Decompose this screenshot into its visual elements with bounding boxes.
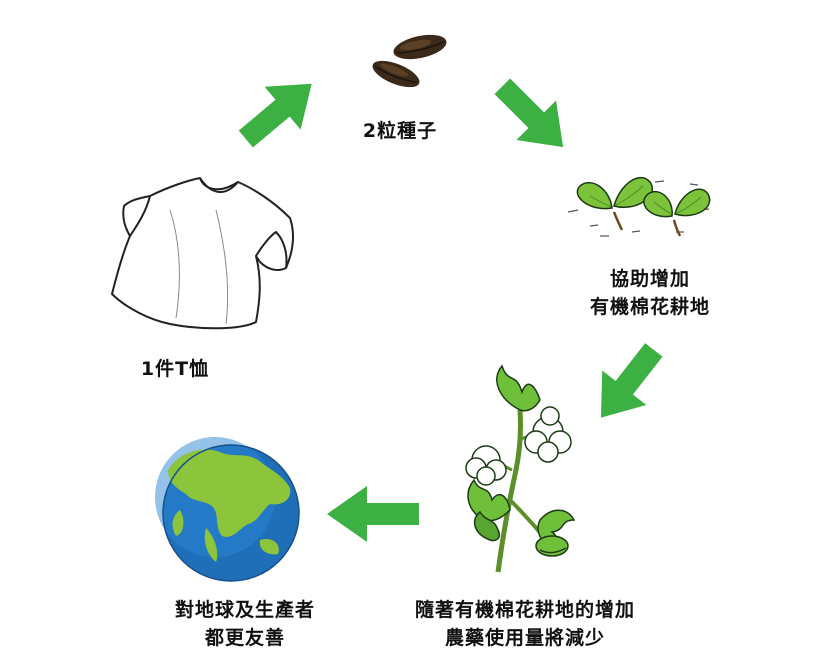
pesticide-label: 隨著有機棉花耕地的增加 農藥使用量將減少 xyxy=(400,596,650,652)
farmland-label: 協助增加 有機棉花耕地 xyxy=(560,265,740,321)
earth-label-line1: 對地球及生產者 xyxy=(174,599,315,621)
earth-icon xyxy=(155,437,300,582)
arrow-tshirt-to-seeds xyxy=(238,83,312,148)
seeds-label-text: 2粒種子 xyxy=(362,120,438,142)
farmland-label-line2: 有機棉花耕地 xyxy=(589,296,710,318)
pesticide-label-line2: 農藥使用量將減少 xyxy=(444,627,605,649)
tshirt-icon xyxy=(111,177,294,330)
seedlings-icon xyxy=(567,176,711,237)
pesticide-label-line1: 隨著有機棉花耕地的增加 xyxy=(414,599,635,621)
seeds-label: 2粒種子 xyxy=(330,117,470,145)
farmland-label-line1: 協助增加 xyxy=(609,268,690,290)
arrow-seeds-to-seedlings xyxy=(494,78,564,148)
seeds-icon xyxy=(372,34,447,88)
tshirt-label: 1件T恤 xyxy=(115,355,235,383)
cotton-plant-icon xyxy=(465,364,576,573)
tshirt-label-text: 1件T恤 xyxy=(140,358,210,380)
earth-label: 對地球及生產者 都更友善 xyxy=(150,596,340,652)
arrow-farmland-to-cotton xyxy=(600,343,663,418)
arrow-cotton-to-earth xyxy=(327,486,419,542)
earth-label-line2: 都更友善 xyxy=(204,627,285,649)
